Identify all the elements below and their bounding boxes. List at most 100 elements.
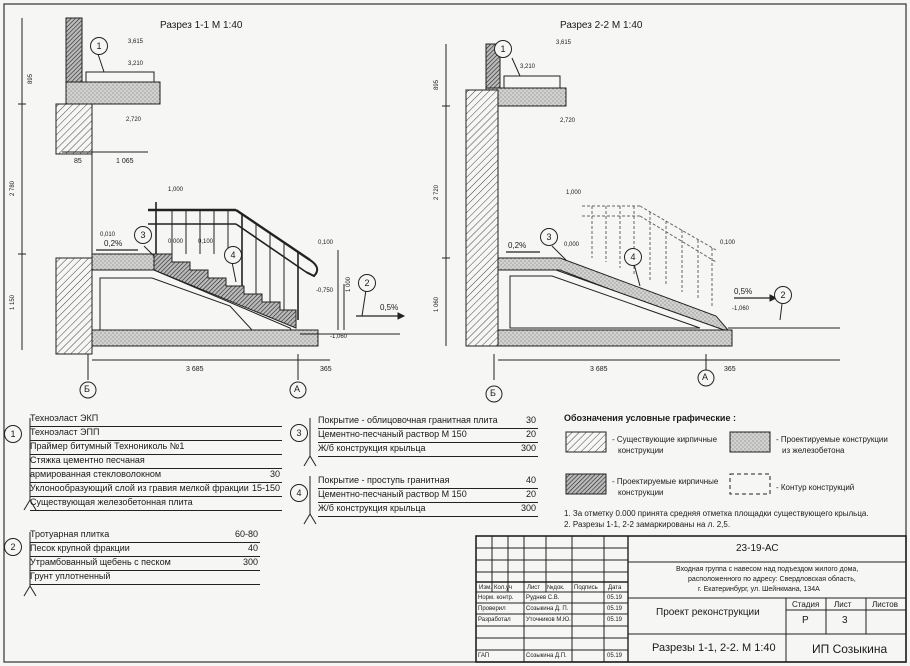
- level-label: 0,100: [198, 239, 214, 245]
- legend-title: Обозначения условные графические :: [564, 413, 736, 423]
- stamp-sheets-label: Листов: [872, 600, 898, 609]
- level-label: 0,100: [720, 240, 736, 246]
- stamp-role: Проверил: [478, 606, 506, 612]
- layer-1-marker: 1: [4, 425, 22, 443]
- dim-label: 2 720: [434, 184, 440, 200]
- legend-swatch-designed-brick: [565, 473, 607, 495]
- layer-2-marker: 2: [4, 538, 22, 556]
- dim-label: 3 685: [590, 366, 608, 373]
- layer-row: Технoэласт ЭПП: [30, 428, 282, 441]
- legend-swatch-contour: [729, 473, 771, 495]
- level-label: 0,100: [318, 240, 334, 246]
- level-label: -1,060: [330, 334, 348, 340]
- stamp-code: 23-19-АС: [736, 543, 779, 554]
- section-2-2-drawing: [442, 43, 840, 403]
- level-label: 0,000: [168, 239, 184, 245]
- note-1: 1. За отметку 0.000 принята средняя отме…: [564, 509, 869, 518]
- legend-designed-brick-line1: - Проектируемые кирпичные: [612, 477, 719, 486]
- slope-label: 0,5%: [734, 287, 753, 296]
- section-1-mark-2: 2: [358, 274, 376, 292]
- stamp-project: Проект реконструкции: [656, 607, 760, 618]
- legend-swatch-designed-rc: [729, 431, 771, 453]
- slope-label: 0,2%: [508, 241, 527, 250]
- title-block: [475, 535, 907, 663]
- stamp-address-line2: расположенного по адресу: Свердловская о…: [688, 576, 856, 583]
- axis-label-a: А: [702, 372, 709, 382]
- dim-label: 365: [320, 366, 332, 373]
- level-label: 0,010: [100, 232, 116, 238]
- stamp-person: Созыкина Д.П.: [526, 653, 567, 659]
- legend-designed-brick-line2: конструкции: [618, 488, 664, 497]
- level-label: 3,615: [128, 39, 144, 45]
- layer-1-list: Технoэласт ЭКП Технoэласт ЭПП Праймер би…: [30, 414, 282, 511]
- level-label: 1,000: [168, 187, 184, 193]
- level-label: 2,720: [560, 118, 576, 124]
- dim-label: 365: [724, 366, 736, 373]
- level-label: 3,210: [128, 61, 144, 67]
- legend-designed-rc-line1: - Проектируемые конструкции: [776, 435, 888, 444]
- dim-label: 1 060: [434, 296, 440, 312]
- level-label: 2,720: [126, 117, 142, 123]
- legend-swatch-existing-brick: [565, 431, 607, 453]
- stamp-role: ГАП: [478, 653, 490, 659]
- dim-label: 2 780: [10, 180, 16, 196]
- stamp-address-line3: г. Екатеринбург, ул. Шейнкмана, 134А: [698, 586, 820, 593]
- stamp-sheet-label: Лист: [834, 600, 852, 609]
- dim-label: 1 065: [116, 158, 134, 165]
- axis-label-a: А: [294, 384, 301, 394]
- layer-row: Грунт уплотненный: [30, 572, 260, 585]
- slope-label: 0,5%: [380, 303, 399, 312]
- stamp-drawing-title: Разрезы 1-1, 2-2. М 1:40: [652, 642, 776, 654]
- stamp-header-doc: №док.: [547, 585, 565, 591]
- section-1-mark-1: 1: [90, 37, 108, 55]
- stamp-sheet: 3: [842, 615, 848, 626]
- section-1-1-drawing: [18, 17, 406, 399]
- level-label: 0,000: [564, 242, 580, 248]
- section-1-mark-3: 3: [134, 226, 152, 244]
- layer-row: Праймер битумный Технониколь №1: [30, 442, 282, 455]
- section-2-2-title: Разрез 2-2 М 1:40: [560, 20, 643, 31]
- stamp-role: Разработал: [478, 617, 511, 623]
- dim-label: 1 150: [10, 294, 16, 310]
- layer-4-marker: 4: [290, 484, 308, 502]
- level-label: -0,750: [316, 288, 334, 294]
- dim-label: 895: [28, 73, 34, 84]
- dim-label: 1 000: [346, 276, 352, 292]
- sheet-frame: [3, 3, 907, 663]
- level-label: 3,210: [520, 64, 536, 70]
- stamp-header-kol: Кол.уч: [494, 585, 512, 591]
- section-2-mark-2: 2: [774, 286, 792, 304]
- stamp-address-line1: Входная группа с навесом над подъездом ж…: [676, 566, 859, 573]
- legend-existing-brick-line2: конструкции: [618, 446, 664, 455]
- stamp-stage: Р: [802, 615, 809, 626]
- stamp-date: 05.19: [607, 617, 623, 623]
- stamp-header-date: Дата: [608, 585, 622, 591]
- stamp-role: Норм. контр.: [478, 595, 514, 601]
- stamp-date: 05.19: [607, 653, 623, 659]
- section-2-mark-3: 3: [540, 228, 558, 246]
- layer-row: Уклонообразующий слой из гравия мелкой ф…: [30, 484, 282, 497]
- level-label: -1,060: [732, 306, 750, 312]
- axis-label-b: Б: [84, 384, 90, 394]
- stamp-company: ИП Созыкина: [812, 642, 888, 656]
- dim-label: 895: [434, 79, 440, 90]
- stamp-header-izm: Изм.: [479, 585, 492, 591]
- level-label: 1,000: [566, 190, 582, 196]
- section-2-mark-4: 4: [624, 248, 642, 266]
- stamp-person: Руднев С.В.: [526, 595, 560, 601]
- legend-contour: - Контур конструкций: [776, 483, 855, 492]
- stamp-header-list: Лист: [527, 585, 541, 591]
- section-2-mark-1: 1: [494, 40, 512, 58]
